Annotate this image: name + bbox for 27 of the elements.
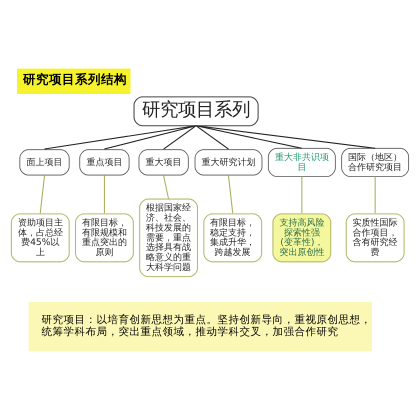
node-box: 重点项目	[79, 149, 130, 176]
diagram-title: 研究项目系列结构	[22, 72, 127, 87]
node-box: 重大研究计划	[194, 149, 262, 176]
node-box: 重大项目	[138, 149, 189, 176]
connector	[196, 125, 302, 149]
connector	[104, 125, 196, 150]
node-box: 资助项目主体，占总经费45%以上	[10, 213, 70, 262]
connector	[163, 176, 170, 200]
connector	[374, 176, 376, 214]
connector	[301, 176, 302, 214]
connector	[163, 125, 196, 150]
node-box: 实质性国际合作项目，含有研究经费	[346, 213, 405, 262]
node-box: 国际（地区）合作研究项目	[341, 148, 410, 177]
node-box: 根据国家经济、社会、科技发展的需要，重点选择具有战略意义的重大科学问题	[139, 198, 198, 278]
connector	[104, 176, 105, 214]
connector	[40, 176, 46, 214]
connector	[196, 125, 376, 149]
node-box: 支持高风险探索性强(变革性)，突出原创性	[272, 213, 332, 262]
node-box: 重大非共识项目	[268, 148, 336, 177]
node-box: 有限目标，稳定支持，集成升华，跨越发展	[203, 213, 262, 262]
label: 研究项目：以培育创新思想为重点。坚持创新导向，重视原创思想，统筹学科布局，突出重点领域，推动学科交叉，加强合作研究	[42, 314, 372, 338]
connector	[44, 125, 196, 150]
node-box: 有限目标，有限规模和重点突出的原则	[74, 213, 134, 262]
connector	[228, 176, 234, 214]
node-box: 研究项目系列	[134, 96, 259, 126]
node-box: 面上项目	[19, 149, 70, 176]
connector	[196, 125, 229, 150]
